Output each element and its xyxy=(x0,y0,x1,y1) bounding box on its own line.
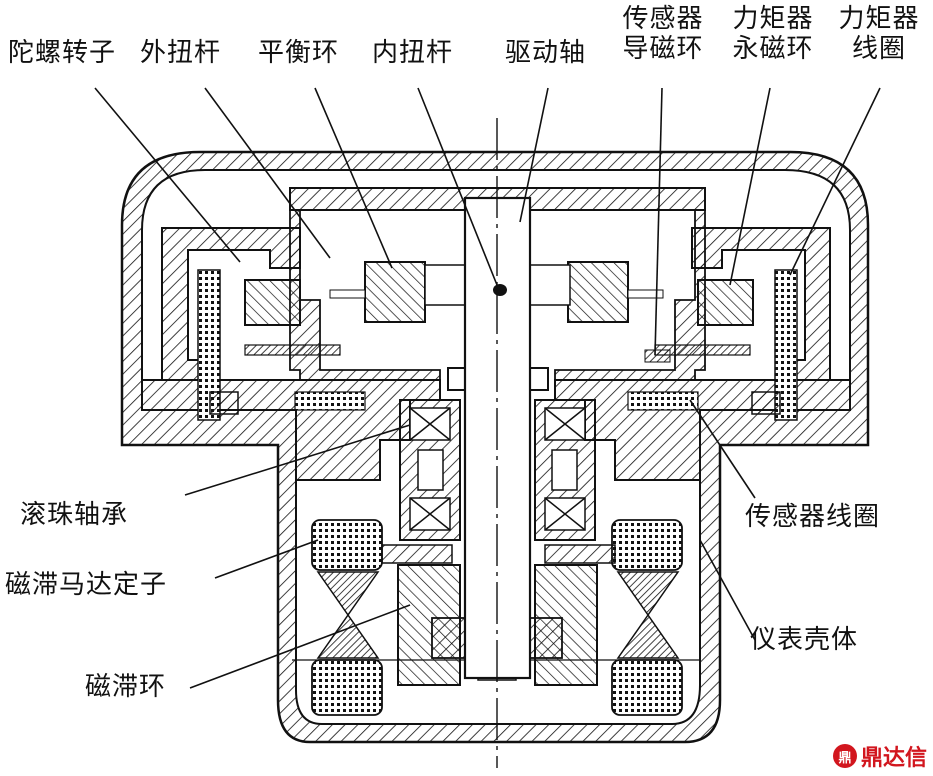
label-torquer-coil: 力矩器 线圈 xyxy=(825,4,933,64)
label-sensor-flux-ring-line2: 导磁环 xyxy=(622,34,704,64)
label-torquer-magnet-line1: 力矩器 xyxy=(732,4,814,34)
label-gyro-rotor: 陀螺转子 xyxy=(8,38,117,68)
torquer-coils xyxy=(197,269,798,421)
label-drive-shaft: 驱动轴 xyxy=(505,38,587,68)
watermark-logo: 鼎 鼎达信 xyxy=(832,740,927,772)
label-ball-bearing: 滚珠轴承 xyxy=(20,500,129,530)
drive-shaft xyxy=(463,118,532,768)
label-sensor-flux-ring-line1: 传感器 xyxy=(622,4,704,34)
label-torquer-magnet-line2: 永磁环 xyxy=(732,34,814,64)
label-sensor-flux-ring: 传感器 导磁环 xyxy=(608,4,718,64)
label-torquer-coil-line1: 力矩器 xyxy=(838,4,920,34)
gimbal-ring xyxy=(244,261,751,356)
torquer-magnets xyxy=(244,279,754,326)
label-torquer-coil-line2: 线圈 xyxy=(851,34,906,64)
logo-icon: 鼎 xyxy=(832,744,857,768)
ball-bearings xyxy=(399,399,596,541)
label-hysteresis-ring: 磁滞环 xyxy=(85,672,167,702)
sensor-elements xyxy=(209,349,781,415)
label-inner-torsion-bar: 内扭杆 xyxy=(372,38,454,68)
logo-text: 鼎达信 xyxy=(860,746,927,771)
leader-lines xyxy=(94,87,881,689)
label-outer-torsion-bar: 外扭杆 xyxy=(140,38,222,68)
label-sensor-coil: 传感器线圈 xyxy=(745,502,881,532)
gyro-rotor xyxy=(161,187,831,381)
label-instrument-housing: 仪表壳体 xyxy=(750,625,859,655)
label-gimbal-ring: 平衡环 xyxy=(258,38,340,68)
hysteresis-motor-stator xyxy=(311,519,683,716)
label-torquer-magnet: 力矩器 永磁环 xyxy=(718,4,828,64)
label-hysteresis-stator: 磁滞马达定子 xyxy=(5,570,168,600)
